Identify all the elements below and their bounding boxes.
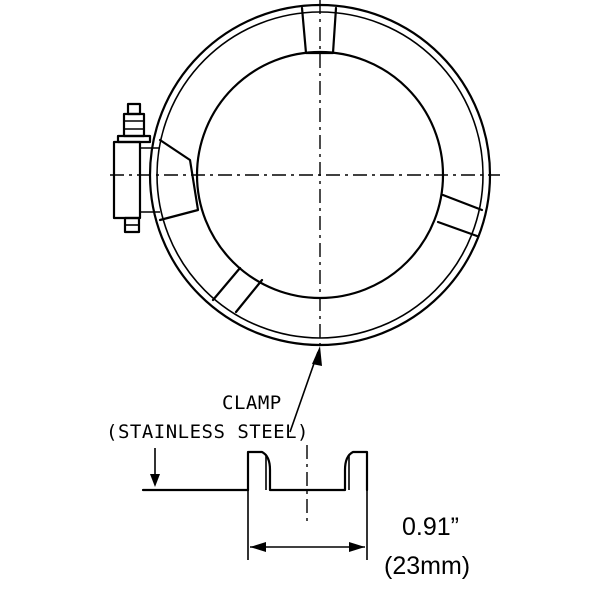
- dimension-metric-value: (23mm): [384, 552, 470, 580]
- clamp-lower-left-slot: [211, 266, 264, 314]
- screw-barrel: [112, 140, 142, 220]
- profile-baseline-pointer-arrowhead: [150, 474, 160, 487]
- screw-nut-top: [122, 112, 146, 138]
- clamp-top-slot: [300, 6, 338, 55]
- clamp-label-line2: (STAINLESS STEEL): [106, 421, 309, 443]
- dim-arrow-left: [250, 542, 266, 552]
- clamp-label-line1: CLAMP: [222, 392, 282, 414]
- dimension-inch-value: 0.91”: [402, 513, 459, 541]
- clamp-side-profile: [141, 445, 369, 525]
- width-dimension: [247, 490, 368, 560]
- clamp-right-slot: [436, 193, 484, 238]
- profile-channel-inner: [265, 455, 350, 490]
- screw-bolt-tip: [126, 102, 142, 116]
- clamp-leader-line: [289, 351, 319, 433]
- clamp-leader-arrowhead: [312, 346, 322, 366]
- tightening-screw-assembly: [112, 102, 160, 234]
- clamp-leader: [289, 346, 322, 433]
- clamp-top-view: [110, 0, 500, 350]
- clamp-lug-gap: [158, 138, 200, 222]
- dim-arrow-right: [349, 542, 365, 552]
